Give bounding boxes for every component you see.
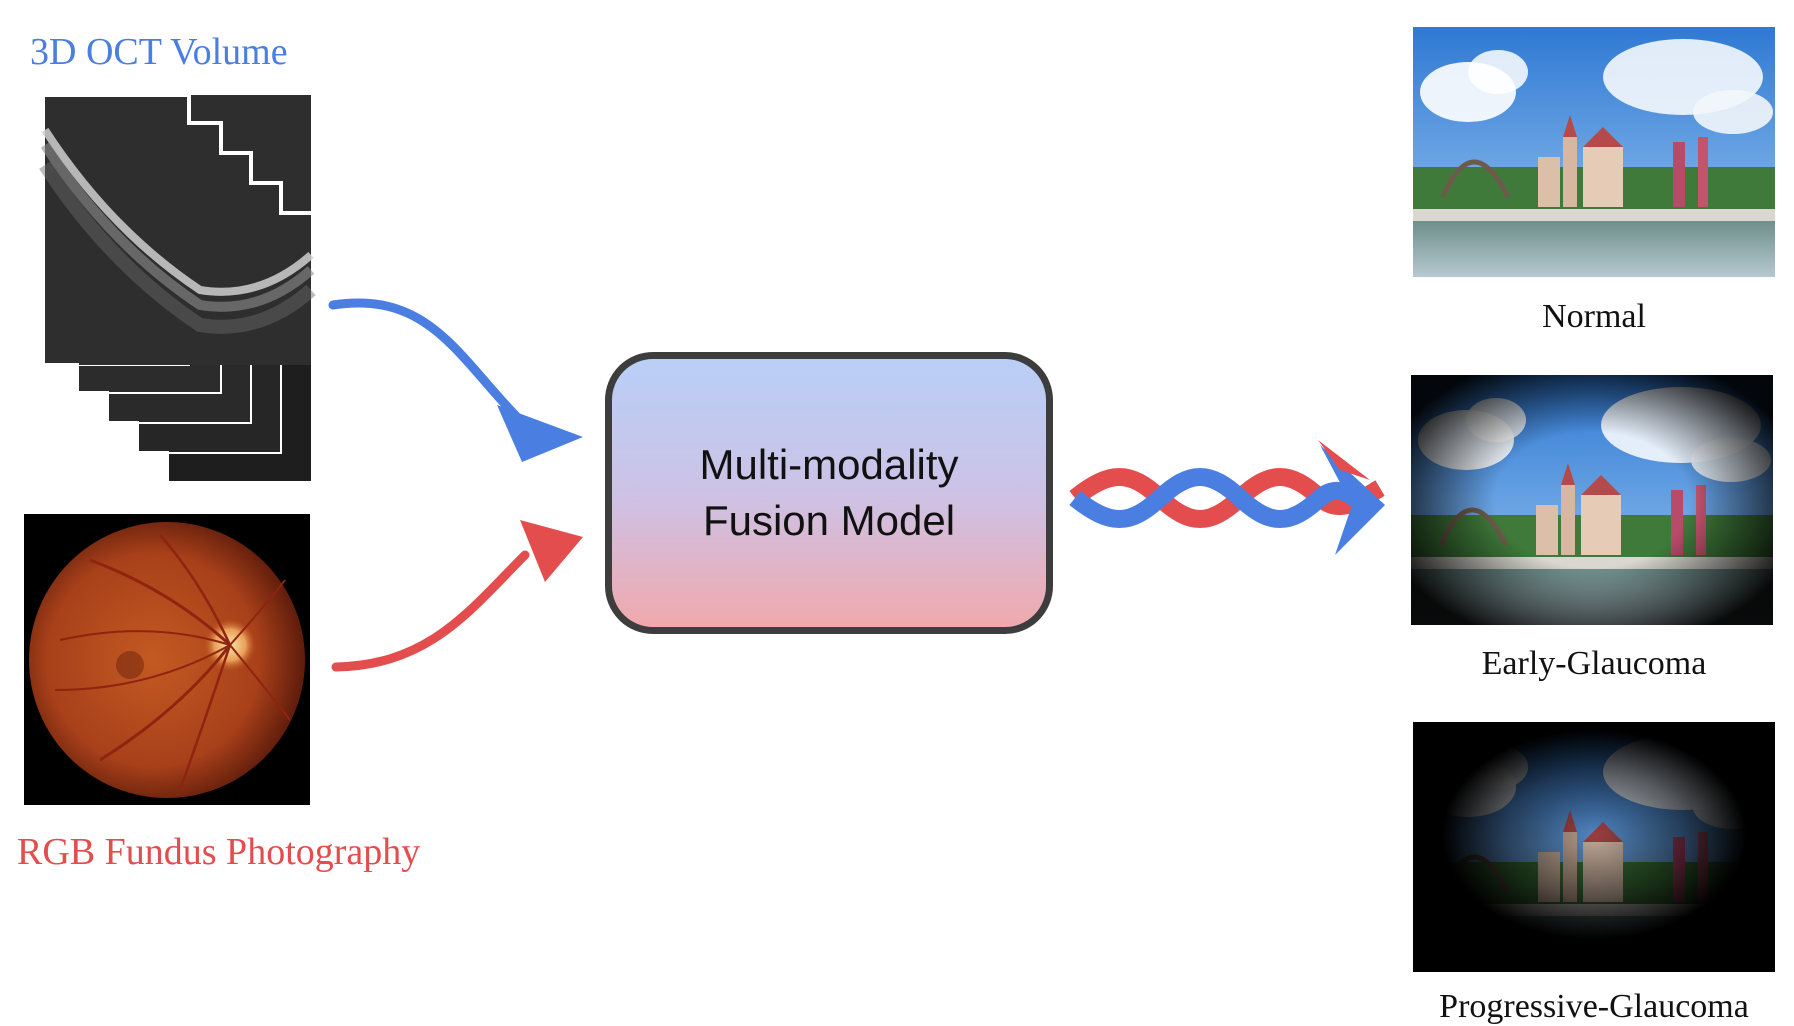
fundus-arrow: [331, 520, 583, 672]
fundus-photography-label: RGB Fundus Photography: [17, 831, 421, 873]
output-image-normal: [1413, 27, 1775, 277]
output-label-normal: Normal: [1542, 298, 1646, 335]
output-label-early-glaucoma: Early-Glaucoma: [1481, 645, 1707, 682]
fusion-model-box: Multi-modality Fusion Model: [605, 352, 1053, 634]
output-image-progressive-glaucoma: [1413, 722, 1775, 972]
fusion-model-title-line2: Fusion Model: [702, 497, 956, 544]
fundus-photo: [24, 514, 310, 805]
output-image-early-glaucoma: [1411, 375, 1773, 625]
fusion-model-title-line1: Multi-modality: [699, 441, 959, 488]
output-label-progressive-glaucoma: Progressive-Glaucoma: [1439, 988, 1749, 1025]
oct-volume-stack: [39, 93, 316, 485]
oct-arrow: [328, 298, 583, 462]
oct-volume-label: 3D OCT Volume: [30, 31, 288, 73]
helix-arrow: [1069, 440, 1385, 555]
